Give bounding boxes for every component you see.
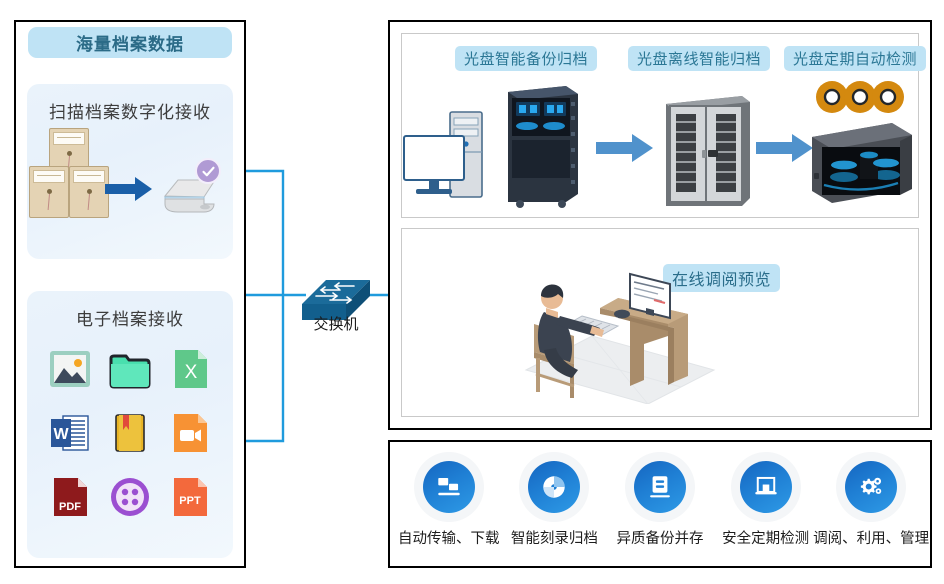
svg-text:W: W xyxy=(53,426,69,443)
book-icon xyxy=(107,410,153,456)
word-file-icon: W xyxy=(47,410,93,456)
electronic-section-title: 电子档案接收 xyxy=(76,310,184,329)
badge-disc-periodic-detection: 光盘定期自动检测 xyxy=(784,46,927,71)
scan-illustration xyxy=(27,128,233,248)
switch-label: 交换机 xyxy=(313,316,359,333)
document-backup-icon xyxy=(633,460,686,513)
feature-item-auto-transfer[interactable]: 自动传输、下载 xyxy=(398,460,500,548)
feature-label: 智能刻录归档 xyxy=(510,530,598,547)
ppt-file-icon: PPT xyxy=(167,474,213,520)
feature-item-periodic-detection[interactable]: 安全定期检测 xyxy=(716,460,816,548)
feature-item-access-management[interactable]: 调阅、利用、管理 xyxy=(813,460,929,548)
disc-detector-icon xyxy=(812,123,912,203)
media-disc-icon xyxy=(107,474,153,520)
feature-item-heterogeneous-backup[interactable]: 异质备份并存 xyxy=(610,460,710,548)
image-file-icon xyxy=(47,346,93,392)
badge-disc-backup-archive: 光盘智能备份归档 xyxy=(455,46,598,71)
feature-label: 自动传输、下载 xyxy=(398,530,500,547)
svg-text:PPT: PPT xyxy=(179,495,201,507)
storage-cabinet-icon xyxy=(666,96,750,206)
badge-online-preview: 在线调阅预览 xyxy=(663,264,781,292)
scan-reception-section: 扫描档案数字化接收 xyxy=(27,84,233,259)
pdf-file-icon: PDF xyxy=(47,474,93,520)
arrow-right-icon xyxy=(105,177,152,201)
feature-label: 安全定期检测 xyxy=(722,530,810,547)
network-switch-icon xyxy=(296,270,376,332)
file-type-grid: X W xyxy=(40,337,220,529)
video-file-icon xyxy=(167,410,213,456)
electronic-reception-section: 电子档案接收 xyxy=(27,291,233,558)
feature-label: 调阅、利用、管理 xyxy=(813,530,930,547)
excel-file-icon: X xyxy=(167,346,213,392)
badge-disc-offline-archive: 光盘离线智能归档 xyxy=(628,46,771,71)
disc-burn-icon xyxy=(528,460,581,513)
feature-label: 异质备份并存 xyxy=(616,530,704,547)
gears-manage-icon xyxy=(845,460,898,513)
workstation-pc-icon xyxy=(403,111,483,198)
arrow-right-icon xyxy=(756,134,813,162)
scan-section-title: 扫描档案数字化接收 xyxy=(49,103,211,122)
envelope-icon xyxy=(29,166,69,218)
disc-library-rack-icon xyxy=(508,86,578,208)
arrow-right-icon xyxy=(596,134,653,162)
check-badge-icon xyxy=(195,158,221,184)
features-panel: 自动传输、下载 智能刻录归档 xyxy=(388,440,932,568)
envelope-icon xyxy=(69,166,109,218)
feature-item-disc-burn[interactable]: 智能刻录归档 xyxy=(504,460,604,548)
svg-text:PDF: PDF xyxy=(59,501,81,513)
page-title: 海量档案数据 xyxy=(28,27,232,58)
person-at-desk-illustration xyxy=(524,272,716,404)
svg-text:X: X xyxy=(185,362,198,383)
transfer-download-icon xyxy=(422,460,475,513)
scan-detect-icon xyxy=(739,460,792,513)
folder-icon xyxy=(107,346,153,392)
gold-discs-icon xyxy=(816,81,904,113)
